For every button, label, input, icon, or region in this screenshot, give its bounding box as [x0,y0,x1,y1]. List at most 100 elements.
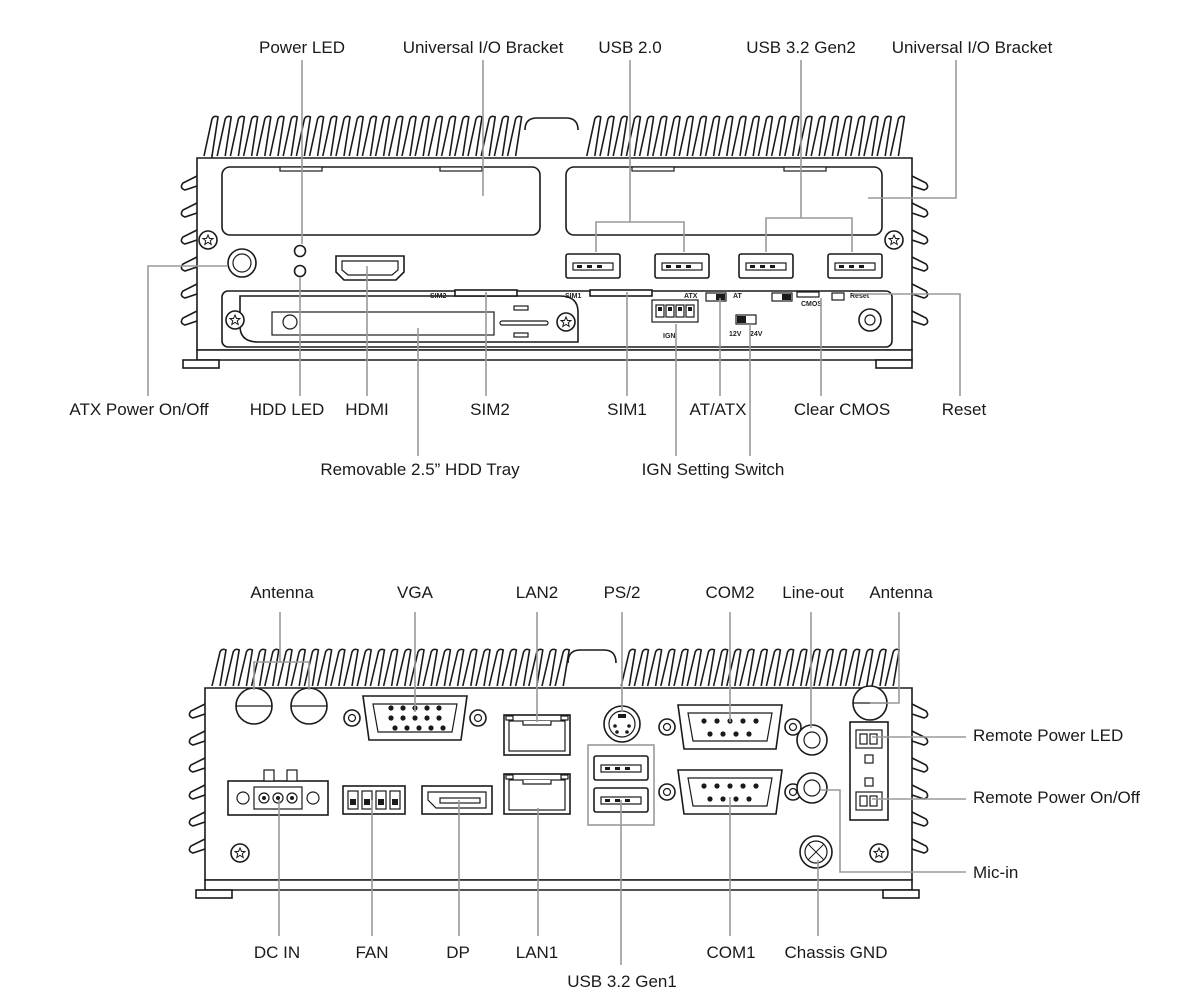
label-usb32g2: USB 3.2 Gen2 [746,38,856,57]
label-hdd-led: HDD LED [250,400,325,419]
heatsink-fin [382,648,399,687]
usb32g2-port-2 [827,253,883,279]
heatsink-fin [778,648,795,687]
label-sim1: SIM1 [607,400,647,419]
heatsink-fin [514,648,531,687]
heatsink-fin [493,115,510,157]
heatsink-fin [264,648,280,687]
heatsink-fin [435,648,452,687]
rear-panel: Antenna VGA LAN2 PS/2 COM2 Line-out Ante… [188,583,1140,991]
heatsink-fin [646,648,663,687]
heatsink-fin [876,115,893,157]
heatsink-fin [911,730,929,746]
connector-pin [746,731,752,737]
heatsink-fin [678,115,695,157]
at-atx-switch: ATX AT [684,292,743,302]
heatsink-fin [911,703,929,719]
rear-leader-lines [253,612,966,965]
label-clear-cmos: Clear CMOS [794,400,890,419]
heatsink-fin [396,648,412,687]
io-bracket-cover-right [565,166,883,236]
heatsink-fin [188,730,206,746]
ign-silkscreen: IGN [663,333,675,340]
label-atx-power: ATX Power On/Off [69,400,208,419]
connector-pin [727,783,733,789]
label-usb20: USB 2.0 [598,38,661,57]
front-top-notch [211,117,579,158]
label-mic-in: Mic-in [973,863,1018,882]
heatsink-fin [427,115,444,157]
heatsink-fin [180,283,198,299]
heatsink-fin [322,115,338,157]
connector-pin [388,705,394,711]
heatsink-fin [911,175,929,191]
heatsink-fin [863,115,879,157]
rear-top-notch [567,649,617,664]
heatsink-fin [844,648,861,687]
rear-callout-labels: Antenna VGA LAN2 PS/2 COM2 Line-out Ante… [250,583,1140,991]
lan1-port [503,773,571,815]
label-antenna-left: Antenna [250,583,314,602]
sim1-slot [589,289,653,297]
cmos-silkscreen: CMOS [801,301,822,308]
label-at-atx: AT/ATX [690,400,747,419]
connector-pin [740,783,746,789]
heatsink-fin [911,202,929,218]
heatsink-fin [388,115,404,157]
heatsink-fin [765,648,782,687]
heatsink-fin [757,115,774,157]
heatsink-fin [180,229,198,245]
heatsink-fin [911,838,929,854]
label-antenna-right: Antenna [869,583,933,602]
connector-pin [424,705,430,711]
connector-pin [746,796,752,802]
heatsink-fin [911,757,929,773]
screw-icon [884,230,904,250]
label-reset: Reset [942,400,987,419]
heatsink-fin [356,648,373,687]
label-hdd-tray: Removable 2.5” HDD Tray [320,460,520,479]
heatsink-fin [818,648,835,687]
label-ps2: PS/2 [604,583,641,602]
heatsink-fin [911,310,929,326]
heatsink-fin [739,648,755,687]
heatsink-fin [180,202,198,218]
front-top-fins [203,115,906,157]
connector-pin [388,715,394,721]
io-bracket-cover-left [221,166,541,236]
heatsink-fin [599,115,615,157]
connector-pin [707,796,713,802]
label-io-bracket-left: Universal I/O Bracket [403,38,564,57]
heatsink-fin [625,115,642,157]
heatsink-fin [188,703,206,719]
heatsink-fin [638,115,655,157]
heatsink-fin [203,115,219,157]
connector-pin [720,731,726,737]
label-hdmi: HDMI [345,400,388,419]
heatsink-fin [316,648,333,687]
label-fan: FAN [355,943,388,962]
front-base [196,349,913,361]
connector-pin [701,718,707,724]
heatsink-fin [889,115,906,157]
heatsink-fin [242,115,259,157]
heatsink-fin [792,648,808,687]
heatsink-fin [686,648,703,687]
atx-silkscreen: ATX [684,293,698,300]
displayport [421,785,493,815]
heatsink-fin [308,115,325,157]
ign-voltage-switch: 12V 24V [729,314,763,338]
connector-pin [740,718,746,724]
connector-pin [720,796,726,802]
usb20-port-1 [565,253,621,279]
label-sim2: SIM2 [470,400,510,419]
heatsink-fin [462,648,478,687]
screw-icon [869,843,889,863]
heatsink-fin [691,115,708,157]
hdd-led-indicator [293,264,307,278]
at-silkscreen: AT [733,293,743,300]
heatsink-fin [836,115,853,157]
heatsink-fin [414,115,431,157]
heatsink-fin [858,648,874,687]
heatsink-fin [188,757,206,773]
